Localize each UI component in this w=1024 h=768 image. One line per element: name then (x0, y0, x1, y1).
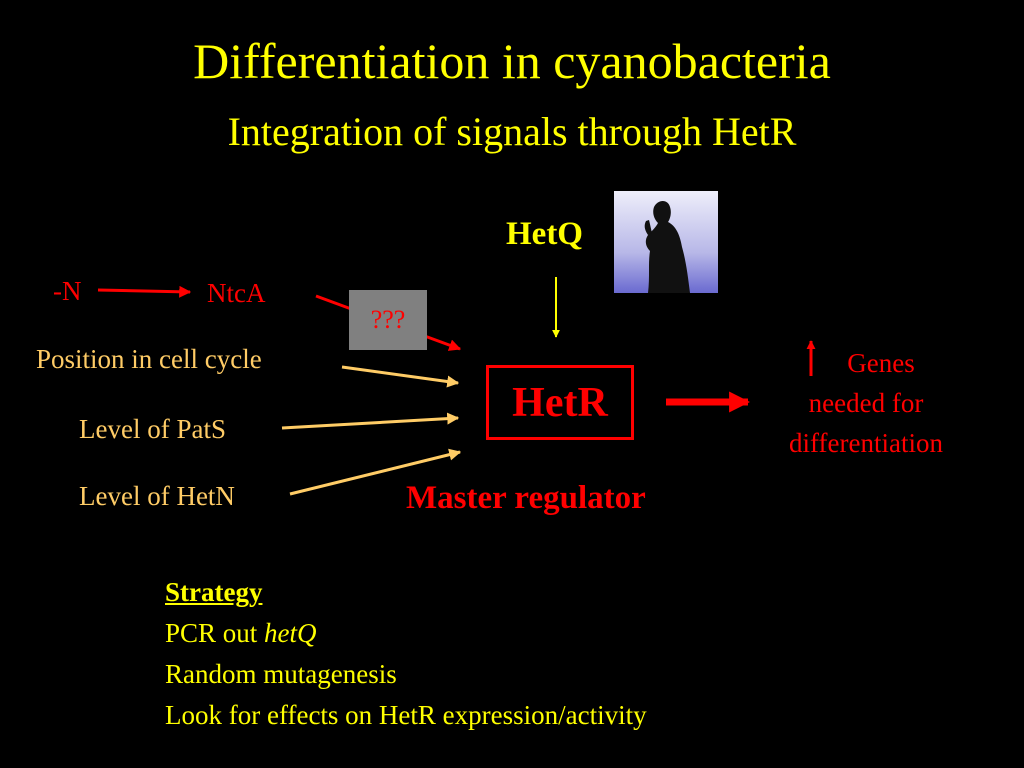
genes-line-1: Genes (847, 348, 915, 378)
ntca-label: NtcA (207, 278, 266, 308)
genes-output-label: Genes needed for differentiation (766, 343, 966, 463)
cell-cycle-label: Position in cell cycle (36, 344, 262, 374)
pats-level-label: Level of PatS (79, 414, 226, 444)
arrow-pats-to-hetr (281, 412, 460, 430)
scientist-image (614, 191, 718, 293)
master-regulator-label: Master regulator (406, 480, 646, 516)
unknown-factor-box: ??? (349, 290, 427, 350)
genes-line-2: needed for (808, 388, 924, 418)
genes-line-3: differentiation (789, 428, 943, 458)
hetn-level-label: Level of HetN (79, 481, 235, 511)
strategy-heading: Strategy (165, 577, 263, 607)
slide-title: Differentiation in cyanobacteria (193, 33, 831, 89)
strategy-line-3: Look for effects on HetR expression/acti… (165, 700, 647, 730)
strategy-gene-name: hetQ (264, 618, 317, 648)
hetr-box: HetR (486, 365, 634, 440)
arrow-hetn-to-hetr (289, 448, 462, 496)
strategy-line-1: PCR out hetQ (165, 613, 647, 654)
strategy-line-1-prefix: PCR out (165, 618, 265, 648)
arrow-minus-n-to-ntca (97, 285, 192, 298)
hetq-label: HetQ (506, 216, 583, 252)
minus-n-label: -N (53, 276, 82, 306)
strategy-section: Strategy PCR out hetQ Random mutagenesis… (165, 572, 647, 736)
strategy-line-2: Random mutagenesis (165, 659, 397, 689)
arrow-cell-cycle-to-hetr (341, 365, 460, 388)
slide-subtitle: Integration of signals through HetR (227, 109, 797, 154)
